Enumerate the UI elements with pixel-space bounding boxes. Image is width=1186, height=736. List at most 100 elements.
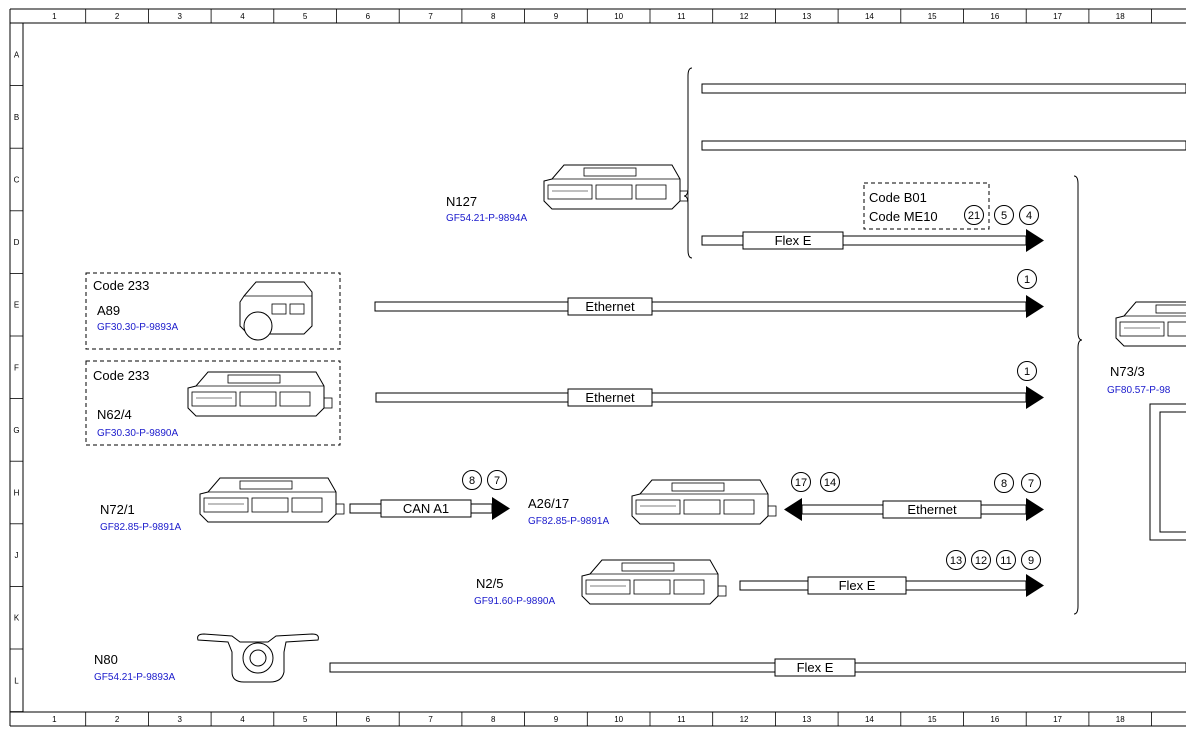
harness-brace-right [1073, 175, 1083, 615]
connector-11: 11 [1000, 555, 1011, 567]
n127-part-number[interactable]: GF54.21-P-9894A [446, 213, 527, 224]
column-number: 12 [740, 715, 749, 724]
n73-3-bus-bracket [1149, 403, 1186, 541]
row-letter: L [14, 676, 19, 685]
connector-4: 4 [1026, 210, 1032, 222]
row-letter: G [13, 426, 19, 435]
ethernet-n62-line [375, 392, 1027, 403]
ethernet-a26-arrow-right [1026, 498, 1044, 521]
column-number: 4 [240, 12, 245, 21]
ethernet-n62-label: Ethernet [585, 390, 635, 405]
a26-17-part-number[interactable]: GF82.85-P-9891A [528, 516, 609, 527]
connector-1-n62: 1 [1024, 366, 1030, 378]
flex-e-top-label: Flex E [775, 233, 812, 248]
column-number: 10 [614, 12, 623, 21]
n80-name: N80 [94, 652, 118, 667]
a89-name: A89 [97, 303, 120, 318]
ethernet-a26-label: Ethernet [907, 502, 957, 517]
column-number: 18 [1116, 12, 1125, 21]
connectors-a26-left: 17 14 [791, 472, 840, 492]
n62-4-module-icon [187, 371, 333, 417]
column-number: 13 [802, 715, 811, 724]
code-me10: Code ME10 [869, 209, 938, 224]
flex-e-n80-label-box [774, 658, 856, 677]
a26-17-name: A26/17 [528, 496, 569, 511]
column-number: 18 [1116, 715, 1125, 724]
n2-5-name: N2/5 [476, 576, 503, 591]
n2-5-module-icon [581, 559, 727, 605]
column-number: 12 [740, 12, 749, 21]
n80-part-number[interactable]: GF54.21-P-9893A [94, 672, 175, 683]
column-number: 7 [428, 715, 433, 724]
n80-steering-column-module-icon [197, 633, 319, 683]
n62-4-part-number[interactable]: GF30.30-P-9890A [97, 428, 178, 439]
n62-4-name: N62/4 [97, 407, 132, 422]
row-letter: A [14, 50, 20, 59]
flex-e-n80-label: Flex E [797, 660, 834, 675]
connector-5: 5 [1001, 210, 1007, 222]
column-number: 3 [178, 12, 183, 21]
row-letter: J [15, 551, 19, 560]
ethernet-n62-arrow [1026, 386, 1044, 409]
flex-e-top-label-box [742, 231, 844, 250]
connector-13: 13 [950, 555, 962, 567]
column-number: 5 [303, 715, 308, 724]
n73-3-part-number[interactable]: GF80.57-P-98 [1107, 385, 1171, 396]
ethernet-a89-arrow [1026, 295, 1044, 318]
connector-circle-a89 [1017, 269, 1037, 289]
row-letter: F [14, 363, 19, 372]
ethernet-a26-arrow-left [784, 498, 802, 521]
can-a1-label: CAN A1 [403, 501, 449, 516]
column-number: 6 [366, 12, 371, 21]
n127-name: N127 [446, 194, 477, 209]
connectors-can: 8 7 [462, 470, 507, 490]
column-number: 1 [52, 715, 57, 724]
column-number: 9 [554, 715, 559, 724]
row-letter: B [14, 113, 19, 122]
column-number: 17 [1053, 12, 1062, 21]
connector-17: 17 [795, 477, 807, 489]
flex-e-n2-label: Flex E [839, 578, 876, 593]
row-letter: D [14, 238, 20, 247]
connectors-flex-top: 21 5 4 [964, 205, 1039, 225]
a26-17-module-icon [631, 479, 777, 525]
n62-4-code: Code 233 [93, 368, 149, 383]
column-number: 10 [614, 715, 623, 724]
bus-line-top-2 [701, 140, 1186, 151]
connectors-a26-right: 8 7 [994, 473, 1041, 493]
column-number: 2 [115, 715, 120, 724]
column-number: 6 [366, 715, 371, 724]
a89-radar-icon [239, 281, 313, 341]
n72-1-module-icon [199, 477, 345, 523]
column-number: 7 [428, 12, 433, 21]
column-number: 4 [240, 715, 245, 724]
column-number: 14 [865, 12, 874, 21]
drawing-frame [9, 8, 1186, 727]
a89-code-box [85, 272, 341, 350]
n73-3-module-icon [1115, 301, 1186, 347]
a89-part-number[interactable]: GF30.30-P-9893A [97, 322, 178, 333]
connector-14: 14 [824, 477, 836, 489]
row-letter: K [14, 614, 20, 623]
flex-e-top-arrow [1026, 229, 1044, 252]
harness-brace-top [683, 67, 693, 259]
column-number: 2 [115, 12, 120, 21]
column-number: 16 [990, 715, 999, 724]
connector-12: 12 [975, 555, 987, 567]
column-number: 3 [178, 715, 183, 724]
code-b01: Code B01 [869, 190, 927, 205]
ethernet-a89-line [374, 301, 1027, 312]
n2-5-part-number[interactable]: GF91.60-P-9890A [474, 596, 555, 607]
connector-9: 9 [1028, 555, 1034, 567]
row-letter: E [14, 301, 19, 310]
ethernet-n62-label-box [567, 388, 653, 407]
connector-8-can: 8 [469, 475, 475, 487]
connector-7-can: 7 [494, 475, 500, 487]
connector-8-eth: 8 [1001, 478, 1007, 490]
row-letter: H [14, 489, 20, 498]
column-number: 11 [677, 12, 686, 21]
n72-1-part-number[interactable]: GF82.85-P-9891A [100, 522, 181, 533]
bus-line-top-1 [701, 83, 1186, 94]
